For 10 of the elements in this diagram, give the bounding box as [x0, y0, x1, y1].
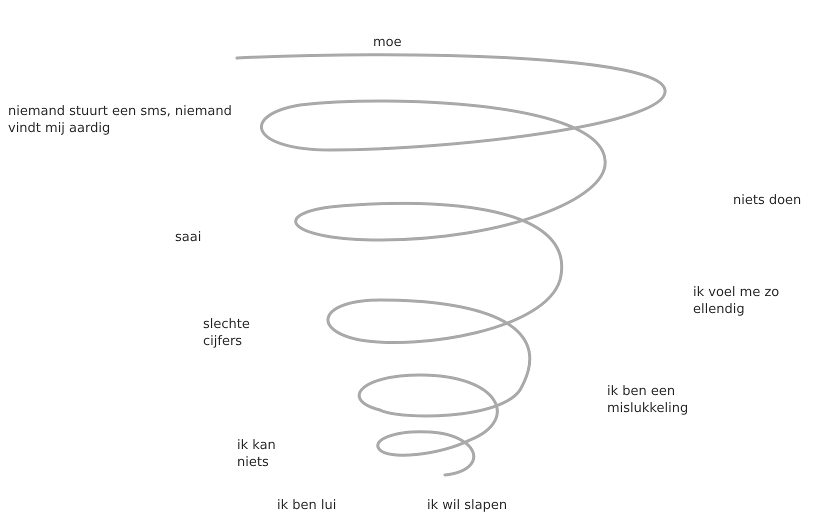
spiral-label: niets doen [733, 192, 802, 209]
spiral-label: saai [175, 229, 202, 246]
spiral-label: ik wil slapen [427, 497, 508, 514]
spiral-label: moe [373, 34, 403, 51]
spiral-label: ik voel me zo ellendig [693, 284, 780, 318]
spiral-label: ik ben een mislukkeling [607, 383, 690, 417]
spiral-label: niemand stuurt een sms, niemand vindt mij aardig [8, 103, 233, 137]
spiral-label: ik kan niets [237, 437, 277, 471]
spiral-label: ik ben lui [277, 497, 338, 514]
spiral-label: slechte cijfers [203, 316, 251, 350]
